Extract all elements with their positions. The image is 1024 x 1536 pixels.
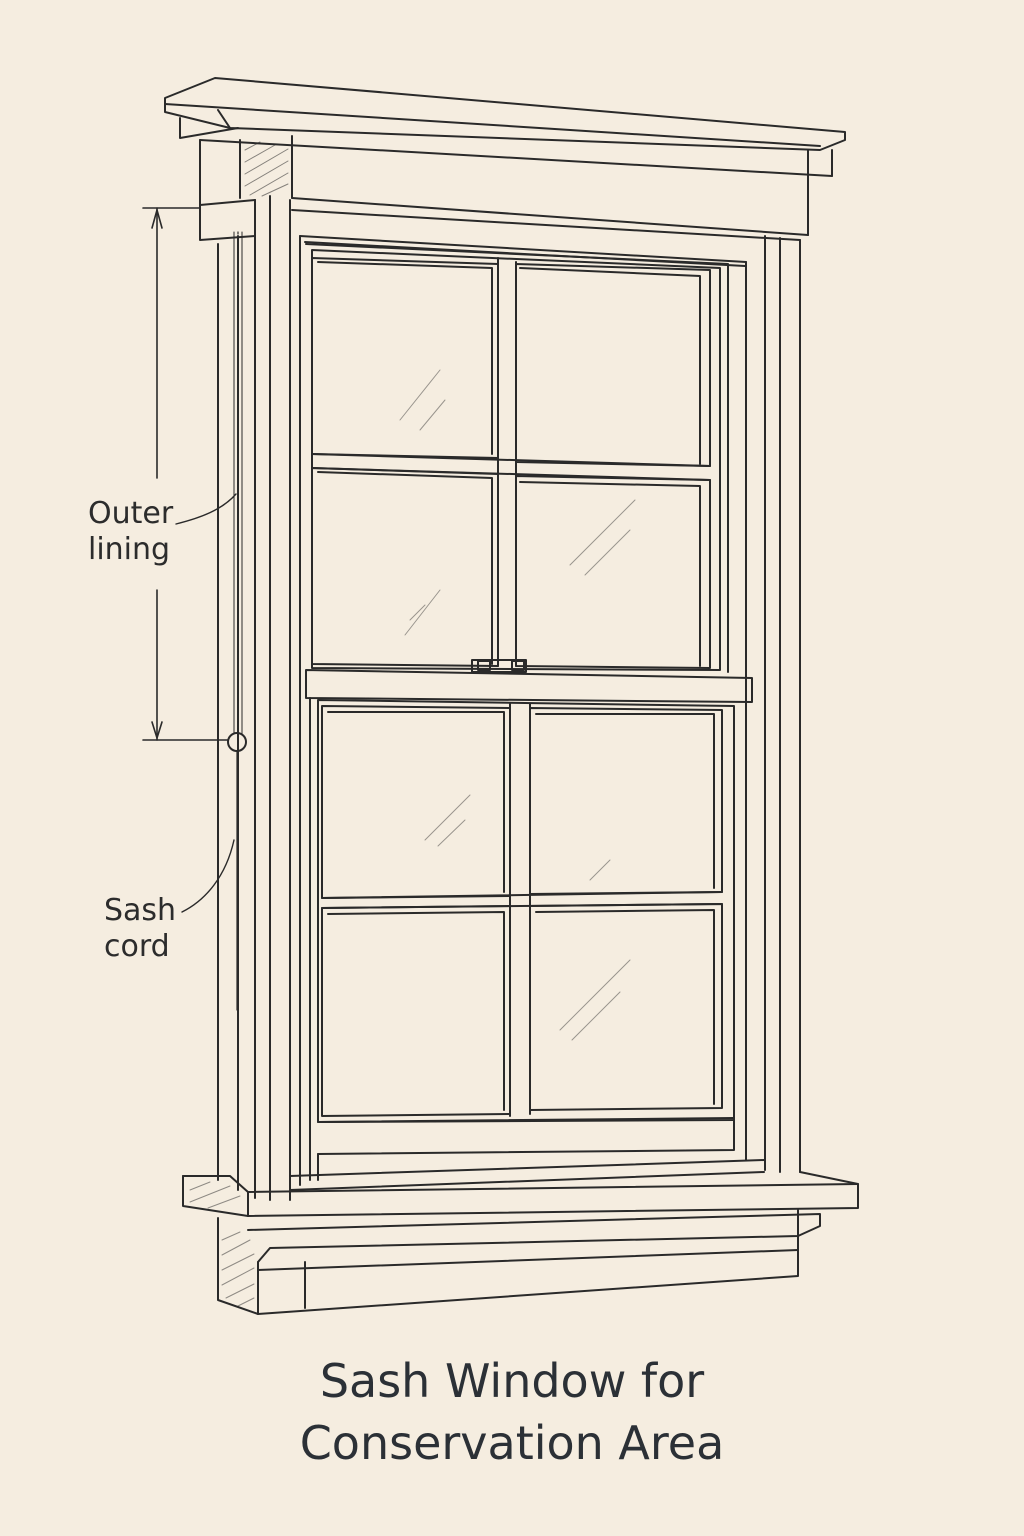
window-head-cornice [164,77,846,241]
lower-pane-bottom-right [529,903,723,1111]
sash-cord-label: Sash cord [104,893,177,964]
title-line-2: Conservation Area [299,1416,725,1470]
window-sill [182,1171,859,1315]
upper-pane-top-left [311,257,499,459]
outer-frame [217,195,801,1201]
meeting-rail [305,669,753,703]
outer-lining-leader [175,493,237,525]
lower-pane-bottom-left [321,905,511,1117]
upper-pane-top-right [515,263,711,467]
diagram-title: Sash Window for Conservation Area [0,1350,1024,1474]
sash-cord-leader [181,839,235,913]
outer-lining-label: Outer lining [88,496,174,567]
lower-sash [309,697,735,1181]
lower-pane-top-left [321,705,511,899]
lower-pane-top-right [529,707,723,895]
upper-sash [305,243,729,673]
sash-cord [227,231,247,1011]
upper-pane-bottom-right [515,475,711,669]
upper-pane-bottom-left [311,467,499,667]
dimension-line [142,207,229,741]
title-line-1: Sash Window for [319,1354,705,1408]
sash-lock-icon [471,659,527,673]
